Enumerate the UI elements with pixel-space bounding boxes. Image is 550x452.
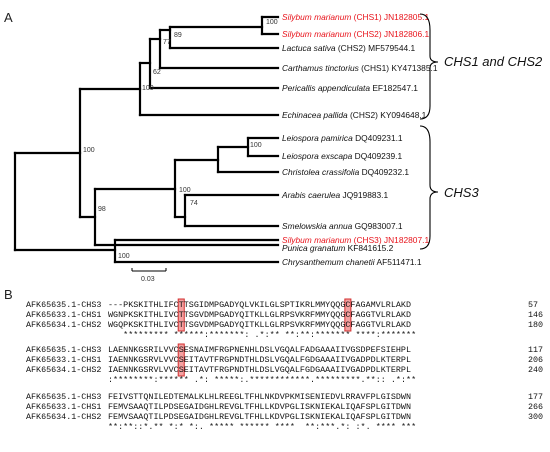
sequence-residues: IAENNKGSRVLVVCSEITAVTFRGPNDTHLDSLVGQALFG… <box>108 355 411 365</box>
sequence-residues: ---PKSKITHLIFCTTSGIDMPGADYQLVKILGLSPTIKR… <box>108 300 411 310</box>
taxon-label: Chrysanthemum chanetii AF511471.1 <box>282 257 422 267</box>
sequence-id: AFK65634.1-CHS2 <box>26 365 101 375</box>
alignment-highlight <box>177 298 185 332</box>
bootstrap-value: 77 <box>163 39 171 46</box>
taxon-label: Lactuca sativa (CHS2) MF579544.1 <box>282 43 415 53</box>
taxon-label: Silybum marianum (CHS1) JN182805.1 <box>282 12 429 22</box>
taxon-label: Punica granatum KF841615.2 <box>282 243 394 253</box>
bootstrap-values: 100 89 77 62 100 100 74 100 98 100 100 <box>83 19 278 260</box>
sequence-id: AFK65635.1-CHS3 <box>26 345 101 355</box>
bootstrap-value: 100 <box>118 253 130 260</box>
bootstrap-value: 98 <box>98 206 106 213</box>
brace-chs3 <box>419 125 439 250</box>
panel-a-label: A <box>4 10 13 25</box>
alignment-highlight <box>177 343 185 377</box>
taxon-label: Leiospora exscapa DQ409239.1 <box>282 151 402 161</box>
scale-bar-label: 0.03 <box>141 276 155 283</box>
sequence-residues: FEIVSTTQNILEDTEMALKLHLREEGLTFHLNKDVPKMIS… <box>108 392 411 402</box>
sequence-id: AFK65633.1-CHS1 <box>26 310 101 320</box>
alignment-highlight <box>344 298 352 332</box>
sequence-residues: WGQPKSKITHLIVCTTSGVDMPGADYQITKLLGLRPSVKR… <box>108 320 411 330</box>
taxon-label: Silybum marianum (CHS3) JN182807.1 <box>282 235 429 245</box>
taxon-label: Christolea crassifolia DQ409232.1 <box>282 167 409 177</box>
panel-b-label: B <box>4 287 13 302</box>
bootstrap-value: 74 <box>190 200 198 207</box>
sequence-position: 240 <box>528 365 543 375</box>
bootstrap-value: 100 <box>83 147 95 154</box>
sequence-position: 117 <box>528 345 543 355</box>
taxon-labels: Silybum marianum (CHS1) JN182805.1 Silyb… <box>281 12 438 267</box>
bootstrap-value: 100 <box>179 187 191 194</box>
group-label-chs1-chs2: CHS1 and CHS2 <box>444 54 543 69</box>
sequence-position: 266 <box>528 402 543 412</box>
taxon-label: Pericallis appendiculata EF182547.1 <box>282 83 418 93</box>
taxon-label: Carthamus tinctorius (CHS1) KY471385.1 <box>282 63 438 73</box>
taxon-label: Leiospora pamirica DQ409231.1 <box>282 133 403 143</box>
taxon-label: Silybum marianum (CHS2) JN182806.1 <box>282 29 429 39</box>
sequence-residues: IAENNKGSRVLVVCSEITAVTFRGPNDTHLDSLVGQALFG… <box>108 365 411 375</box>
sequence-position: 300 <box>528 412 543 422</box>
sequence-residues: WGNPKSKITHLIVCTTSGVDMPGADYQITKLLGLRPSVKR… <box>108 310 411 320</box>
sequence-id: AFK65635.1-CHS3 <box>26 392 101 402</box>
consensus-line: :********:****** .*: *****:.************… <box>108 375 416 385</box>
consensus-line: ********* ******:*******: .*:** **:**:**… <box>108 330 416 340</box>
brace-chs1-chs2 <box>419 13 439 120</box>
bootstrap-value: 100 <box>142 85 154 92</box>
sequence-id: AFK65634.1-CHS2 <box>26 320 101 330</box>
bootstrap-value: 62 <box>153 69 161 76</box>
bootstrap-value: 89 <box>174 32 182 39</box>
sequence-residues: FEMVSAAQTILPDSEGAIDGHLREVGLTFHLLKDVPGLIS… <box>108 402 411 412</box>
taxon-label: Echinacea pallida (CHS2) KY094648.1 <box>282 110 427 120</box>
sequence-id: AFK65633.1-CHS1 <box>26 402 101 412</box>
sequence-residues: FEMVSAAQTILPDSEGAIDGHLREVGLTFHLLKDVPGLIS… <box>108 412 411 422</box>
consensus-line: **:**::*.** *:* *:. ***** ****** **** **… <box>108 422 416 432</box>
sequence-id: AFK65633.1-CHS1 <box>26 355 101 365</box>
sequence-id: AFK65634.1-CHS2 <box>26 412 101 422</box>
sequence-position: 206 <box>528 355 543 365</box>
bootstrap-value: 100 <box>250 142 262 149</box>
sequence-position: 57 <box>528 300 538 310</box>
taxon-label: Smelowskia annua GQ983007.1 <box>282 221 403 231</box>
group-label-chs3: CHS3 <box>444 185 479 200</box>
sequence-id: AFK65635.1-CHS3 <box>26 300 101 310</box>
phylogenetic-tree <box>13 15 280 264</box>
sequence-residues: LAENNKGSRILVVCSESNAIMFRGPNENHLDSLVGQALFA… <box>108 345 411 355</box>
sequence-position: 146 <box>528 310 543 320</box>
sequence-position: 180 <box>528 320 543 330</box>
sequence-alignment: AFK65635.1-CHS3 ---PKSKITHLIFCTTSGIDMPGAD… <box>26 298 543 432</box>
taxon-label: Arabis caerulea JQ919883.1 <box>281 190 389 200</box>
bootstrap-value: 100 <box>266 19 278 26</box>
sequence-position: 177 <box>528 392 543 402</box>
